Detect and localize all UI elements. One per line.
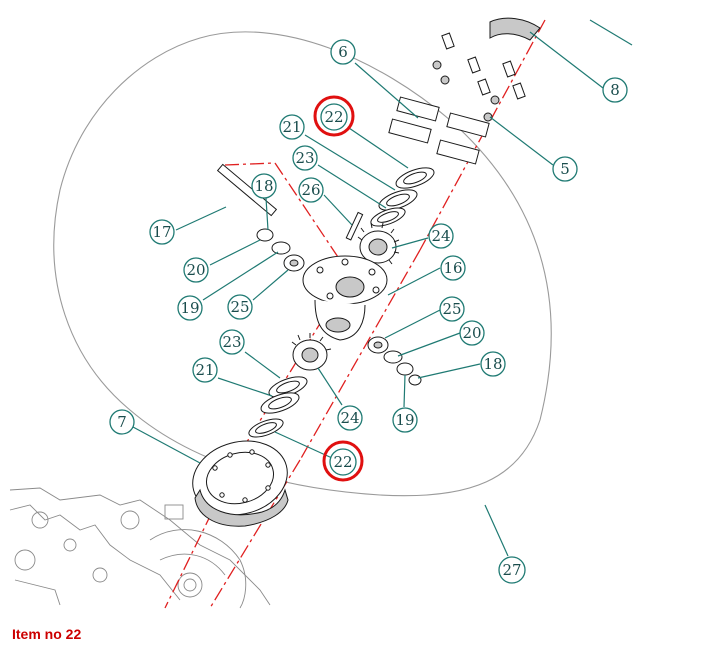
callout-22-upper[interactable]: 22	[313, 95, 355, 137]
callout-label: 19	[395, 411, 414, 429]
callout-8[interactable]: 8	[602, 77, 628, 103]
callout-7[interactable]: 7	[109, 409, 135, 435]
callout-label: 24	[431, 227, 450, 245]
callout-20-lower[interactable]: 20	[459, 320, 485, 346]
pinion-gear-set-left	[256, 228, 305, 272]
callout-label: 20	[186, 261, 205, 279]
callout-22-lower[interactable]: 22	[322, 440, 364, 482]
pinion-gear-set-right	[367, 336, 422, 386]
callout-19-upper[interactable]: 19	[177, 295, 203, 321]
callout-21-upper[interactable]: 21	[279, 114, 305, 140]
callout-20-upper[interactable]: 20	[183, 257, 209, 283]
callout-label: 22	[333, 453, 352, 471]
pinion-shaft	[216, 163, 278, 217]
callout-18-upper[interactable]: 18	[251, 173, 277, 199]
housing-sketch	[9, 487, 271, 609]
callout-label: 8	[610, 81, 620, 99]
callout-label: 7	[117, 413, 127, 431]
callout-18-lower[interactable]: 18	[480, 351, 506, 377]
callout-label: 27	[502, 561, 521, 579]
side-gear-lower	[291, 333, 332, 371]
callout-label: 21	[195, 361, 214, 379]
thrust-washer-upper	[370, 167, 435, 227]
exploded-parts-diagram: 6 22 21 23 26 18 17 20 19 25 24 16 25 20…	[9, 17, 633, 609]
bolt-set	[432, 32, 526, 122]
callout-25-upper[interactable]: 25	[227, 294, 253, 320]
thrust-washer-lower	[248, 376, 308, 438]
side-gear-upper	[357, 222, 400, 265]
callout-label: 22	[324, 108, 343, 126]
callout-label: 6	[338, 43, 348, 61]
shim-plates	[388, 96, 490, 165]
callout-19-lower[interactable]: 19	[392, 407, 418, 433]
highlight-ring	[322, 440, 364, 482]
callout-label: 16	[443, 259, 462, 277]
callout-label: 26	[301, 181, 320, 199]
callout-23-upper[interactable]: 23	[292, 145, 318, 171]
callout-label: 24	[340, 409, 359, 427]
ring-gear	[192, 440, 289, 527]
callout-label: 18	[254, 177, 273, 195]
callout-21-lower[interactable]: 21	[192, 357, 218, 383]
callout-17[interactable]: 17	[149, 219, 175, 245]
callout-label: 21	[282, 118, 301, 136]
leader-lines	[132, 19, 633, 557]
callout-label: 17	[152, 223, 171, 241]
callout-6[interactable]: 6	[330, 39, 356, 65]
callout-24-lower[interactable]: 24	[337, 405, 363, 431]
callout-26[interactable]: 26	[298, 177, 324, 203]
differential-case	[302, 255, 388, 341]
item-caption: Item no 22	[12, 626, 82, 642]
callout-24-upper[interactable]: 24	[428, 223, 454, 249]
callout-16[interactable]: 16	[440, 255, 466, 281]
top-gear-fragment	[489, 17, 541, 41]
callout-label: 19	[180, 299, 199, 317]
callout-23-lower[interactable]: 23	[219, 329, 245, 355]
lock-pin	[345, 211, 364, 241]
callout-label: 25	[442, 300, 461, 318]
callout-label: 23	[295, 149, 314, 167]
callout-label: 5	[560, 160, 570, 178]
callout-label: 23	[222, 333, 241, 351]
callout-25-lower[interactable]: 25	[439, 296, 465, 322]
callout-label: 20	[462, 324, 481, 342]
highlight-ring	[313, 95, 355, 137]
callout-27[interactable]: 27	[498, 556, 526, 584]
callout-5[interactable]: 5	[552, 156, 578, 182]
callout-label: 25	[230, 298, 249, 316]
callout-label: 18	[483, 355, 502, 373]
